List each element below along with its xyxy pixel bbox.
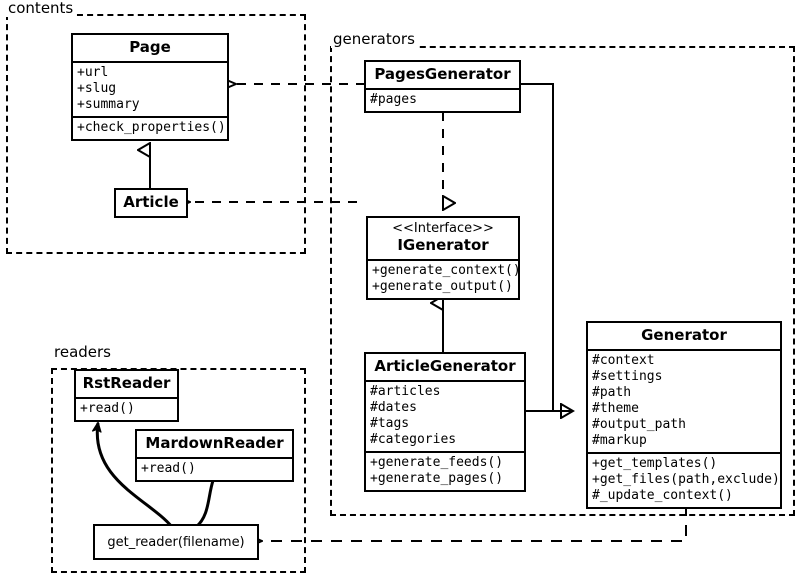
attribute: #articles — [370, 384, 441, 399]
method: +check_properties() — [77, 120, 226, 135]
attribute: #settings — [592, 369, 663, 384]
package-generators — [330, 46, 795, 516]
class-generator-title: Generator — [641, 326, 727, 344]
method: #_update_context() — [592, 488, 733, 503]
method: +read() — [141, 461, 196, 476]
class-pages-generator-title: PagesGenerator — [374, 65, 511, 83]
class-article-generator-attributes: #articles #dates #tags #categories — [366, 380, 524, 451]
class-article-generator-methods: +generate_feeds() +generate_pages() — [366, 451, 524, 490]
class-rst-reader[interactable]: RstReader +read() — [74, 369, 179, 422]
package-contents — [6, 14, 306, 254]
edge-get-reader-to-rstreader — [97, 423, 174, 528]
attribute: #theme — [592, 401, 639, 416]
attribute: #output_path — [592, 417, 686, 432]
class-igenerator-title: IGenerator — [397, 236, 489, 254]
class-markdown-reader-methods: +read() — [137, 457, 292, 480]
class-generator-attributes: #context #settings #path #theme #output_… — [588, 349, 780, 452]
class-pages-generator-attributes: #pages — [366, 88, 519, 111]
class-generator[interactable]: Generator #context #settings #path #them… — [586, 321, 782, 509]
class-rst-reader-title: RstReader — [82, 374, 171, 392]
method: +read() — [80, 401, 135, 416]
attribute: #pages — [370, 92, 417, 107]
method: +generate_pages() — [370, 471, 504, 486]
attribute: #context — [592, 353, 655, 368]
class-markdown-reader-title: MardownReader — [145, 434, 284, 452]
attribute: +summary — [77, 97, 140, 112]
attribute: #categories — [370, 432, 457, 447]
class-markdown-reader[interactable]: MardownReader +read() — [135, 429, 294, 482]
class-page-title: Page — [129, 38, 171, 56]
function-get-reader-label: get_reader(filename) — [107, 534, 245, 550]
attribute: #path — [592, 385, 632, 400]
package-generators-label: generators — [331, 31, 418, 48]
class-article[interactable]: Article — [114, 188, 188, 218]
class-igenerator[interactable]: <<Interface>> IGenerator +generate_conte… — [366, 216, 521, 300]
class-article-title: Article — [123, 193, 179, 211]
attribute: #markup — [592, 433, 647, 448]
class-pages-generator[interactable]: PagesGenerator #pages — [364, 60, 521, 113]
class-igenerator-methods: +generate_context() +generate_output() — [368, 259, 521, 298]
attribute: #tags — [370, 416, 410, 431]
class-igenerator-stereotype: <<Interface>> — [392, 221, 494, 236]
function-get-reader[interactable]: get_reader(filename) — [93, 524, 259, 560]
class-generator-methods: +get_templates() +get_files(path,exclude… — [588, 452, 780, 507]
attribute: +slug — [77, 81, 117, 96]
method: +get_files(path,exclude) — [592, 472, 780, 487]
method: +get_templates() — [592, 456, 718, 471]
class-article-generator[interactable]: ArticleGenerator #articles #dates #tags … — [364, 352, 526, 492]
attribute: +url — [77, 65, 109, 80]
method: +generate_feeds() — [370, 455, 504, 470]
class-page-attributes: +url +slug +summary — [73, 61, 227, 116]
class-page-methods: +check_properties() — [73, 116, 227, 139]
class-page[interactable]: Page +url +slug +summary +check_properti… — [71, 33, 229, 141]
attribute: #dates — [370, 400, 417, 415]
class-article-generator-title: ArticleGenerator — [374, 357, 516, 375]
package-contents-label: contents — [6, 0, 77, 17]
class-rst-reader-methods: +read() — [76, 397, 177, 420]
package-readers-label: readers — [52, 344, 114, 361]
method: +generate_context() — [372, 263, 521, 278]
method: +generate_output() — [372, 279, 513, 294]
